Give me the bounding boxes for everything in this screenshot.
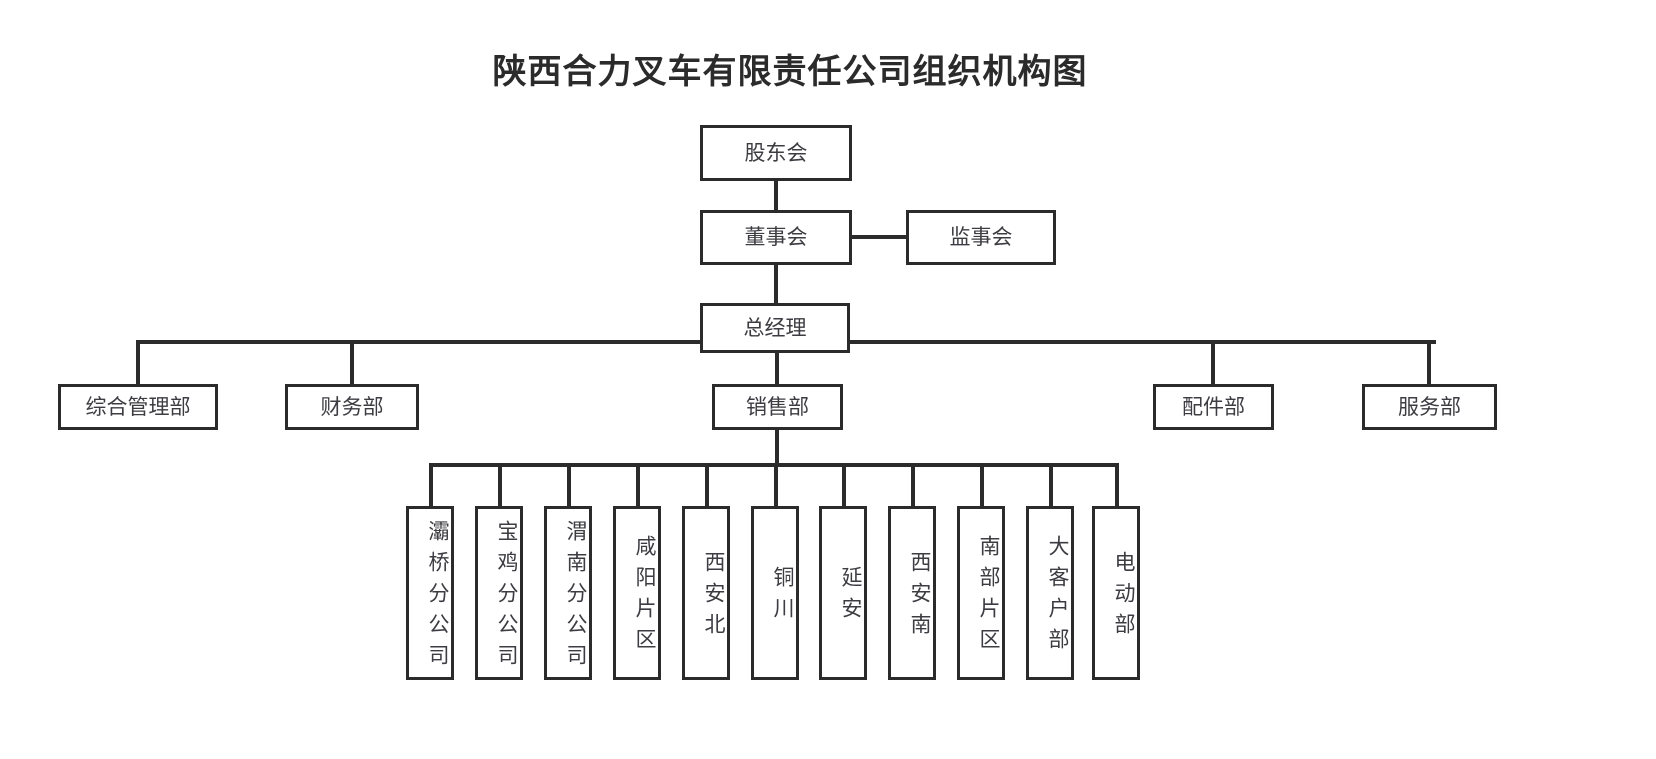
- node-shareholders-label: 股东会: [744, 140, 808, 165]
- node-sales-unit-yanan-label: 延安: [839, 566, 863, 628]
- node-sales-unit-xian-south[interactable]: 西安南: [888, 506, 936, 680]
- node-department-sales-label: 销售部: [746, 394, 809, 419]
- connector-subbus-baoji-branch: [498, 463, 502, 508]
- node-sales-unit-key-accounts[interactable]: 大客户部: [1026, 506, 1074, 680]
- node-department-parts[interactable]: 配件部: [1153, 384, 1274, 430]
- connector-sales-subbus: [775, 429, 779, 467]
- connector-subbus-baqiao-branch: [429, 463, 433, 508]
- node-sales-unit-xian-north[interactable]: 西安北: [682, 506, 730, 680]
- connector-gm-bus-left: [136, 340, 704, 344]
- connector-subbus-weinan-branch: [567, 463, 571, 508]
- connector-shareholders-board: [774, 178, 778, 214]
- connector-subbus-yanan: [842, 463, 846, 508]
- node-general-manager[interactable]: 总经理: [700, 303, 850, 353]
- connector-gm-bus-right: [846, 340, 1436, 344]
- node-department-general-admin-label: 综合管理部: [85, 394, 191, 419]
- node-board-of-supervisors[interactable]: 监事会: [906, 210, 1056, 265]
- node-board-of-directors[interactable]: 董事会: [700, 210, 852, 265]
- node-sales-unit-weinan-branch-label: 渭南分公司: [564, 519, 588, 675]
- node-department-service[interactable]: 服务部: [1362, 384, 1497, 430]
- connector-bus-parts: [1211, 340, 1215, 385]
- connector-board-supervisors: [849, 235, 908, 239]
- node-sales-unit-baqiao-branch-label: 灞桥分公司: [426, 519, 450, 675]
- node-shareholders[interactable]: 股东会: [700, 125, 852, 181]
- node-sales-unit-weinan-branch[interactable]: 渭南分公司: [544, 506, 592, 680]
- node-sales-unit-xian-south-label: 西安南: [908, 550, 932, 644]
- node-sales-unit-yanan[interactable]: 延安: [819, 506, 867, 680]
- connector-sales-subbus-horizontal: [429, 463, 1117, 467]
- connector-subbus-key-accounts: [1049, 463, 1053, 508]
- connector-bus-general-admin: [136, 340, 140, 385]
- connector-subbus-south-area: [980, 463, 984, 508]
- node-sales-unit-electric-dept-label: 电动部: [1112, 550, 1136, 644]
- node-department-parts-label: 配件部: [1182, 394, 1245, 419]
- node-sales-unit-xianyang-area[interactable]: 咸阳片区: [613, 506, 661, 680]
- node-department-general-admin[interactable]: 综合管理部: [58, 384, 218, 430]
- connector-subbus-tongchuan: [774, 463, 778, 508]
- node-sales-unit-south-area-label: 南部片区: [977, 535, 1001, 659]
- connector-board-gm: [774, 262, 778, 306]
- node-sales-unit-electric-dept[interactable]: 电动部: [1092, 506, 1140, 680]
- node-sales-unit-xian-north-label: 西安北: [702, 550, 726, 644]
- node-department-service-label: 服务部: [1398, 394, 1461, 419]
- node-department-finance-label: 财务部: [320, 394, 384, 419]
- node-sales-unit-baoji-branch-label: 宝鸡分公司: [495, 519, 519, 675]
- node-sales-unit-baoji-branch[interactable]: 宝鸡分公司: [475, 506, 523, 680]
- node-board-of-directors-label: 董事会: [744, 225, 808, 250]
- node-sales-unit-baqiao-branch[interactable]: 灞桥分公司: [406, 506, 454, 680]
- connector-subbus-xian-south: [911, 463, 915, 508]
- node-sales-unit-tongchuan-label: 铜川: [771, 566, 795, 628]
- page-title: 陕西合力叉车有限责任公司组织机构图: [492, 53, 1088, 91]
- node-sales-unit-south-area[interactable]: 南部片区: [957, 506, 1005, 680]
- connector-bus-sales: [775, 350, 779, 385]
- connector-subbus-xianyang-area: [636, 463, 640, 508]
- connector-subbus-xian-north: [705, 463, 709, 508]
- node-general-manager-label: 总经理: [743, 315, 807, 340]
- node-sales-unit-xianyang-area-label: 咸阳片区: [633, 535, 657, 659]
- node-sales-unit-tongchuan[interactable]: 铜川: [751, 506, 799, 680]
- node-department-finance[interactable]: 财务部: [285, 384, 419, 430]
- connector-bus-finance: [350, 340, 354, 385]
- node-department-sales[interactable]: 销售部: [712, 384, 843, 430]
- connector-subbus-electric-dept: [1115, 463, 1119, 508]
- node-board-of-supervisors-label: 监事会: [949, 225, 1013, 250]
- node-sales-unit-key-accounts-label: 大客户部: [1046, 535, 1070, 659]
- connector-bus-service: [1427, 340, 1431, 385]
